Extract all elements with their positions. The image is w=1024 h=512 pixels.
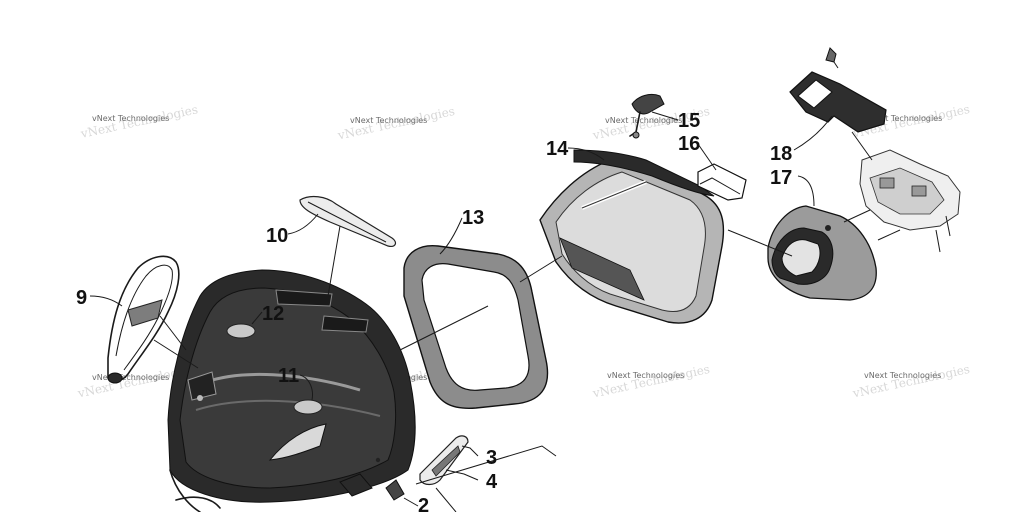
callout-13: 13 (462, 207, 484, 229)
callout-2: 2 (418, 495, 429, 512)
watermark: vNext Technologies (864, 371, 941, 380)
carburetor-assembly (851, 131, 961, 253)
callout-labels: 2 3 4 9 10 11 12 13 14 15 16 17 18 (76, 110, 792, 512)
part-14-air-box (539, 149, 725, 324)
watermark: vNext Technologies (607, 371, 684, 380)
callout-18: 18 (770, 143, 792, 165)
callout-9: 9 (76, 287, 87, 309)
main-hood (167, 269, 416, 512)
connector-lines (153, 209, 901, 512)
part-11-grommet (293, 399, 323, 415)
callout-15: 15 (678, 110, 700, 132)
callout-17: 17 (770, 167, 792, 189)
watermark: vNext Technologies (92, 373, 169, 382)
part-16-foam-pad (697, 163, 747, 201)
part-13-gasket (403, 245, 549, 409)
callout-leaders (89, 111, 833, 507)
watermark: vNext Technologies (605, 116, 682, 125)
callout-12: 12 (262, 303, 284, 325)
part-10-vent-strip (299, 195, 397, 247)
part-17-boot (767, 205, 877, 301)
part-18-bracket (789, 47, 887, 133)
watermark: vNext Technologies (350, 116, 427, 125)
callout-16: 16 (678, 133, 700, 155)
callout-11: 11 (278, 365, 299, 387)
callout-14: 14 (546, 138, 569, 160)
callout-10: 10 (266, 225, 288, 247)
part-9-side-deflector (107, 255, 180, 384)
part-12-grommet (226, 323, 256, 339)
callout-3: 3 (486, 447, 497, 469)
watermark: vNext Technologies (865, 114, 942, 123)
watermark: vNext Technologies (92, 114, 169, 123)
watermark-ghost: vNext Technologies (851, 362, 971, 401)
watermark-ghost: vNext Technologies (591, 362, 711, 401)
part-15-sensor (629, 93, 665, 139)
part-3-4-vent-insert (419, 435, 469, 486)
part-2-screw (375, 457, 405, 501)
callout-4: 4 (486, 471, 498, 493)
